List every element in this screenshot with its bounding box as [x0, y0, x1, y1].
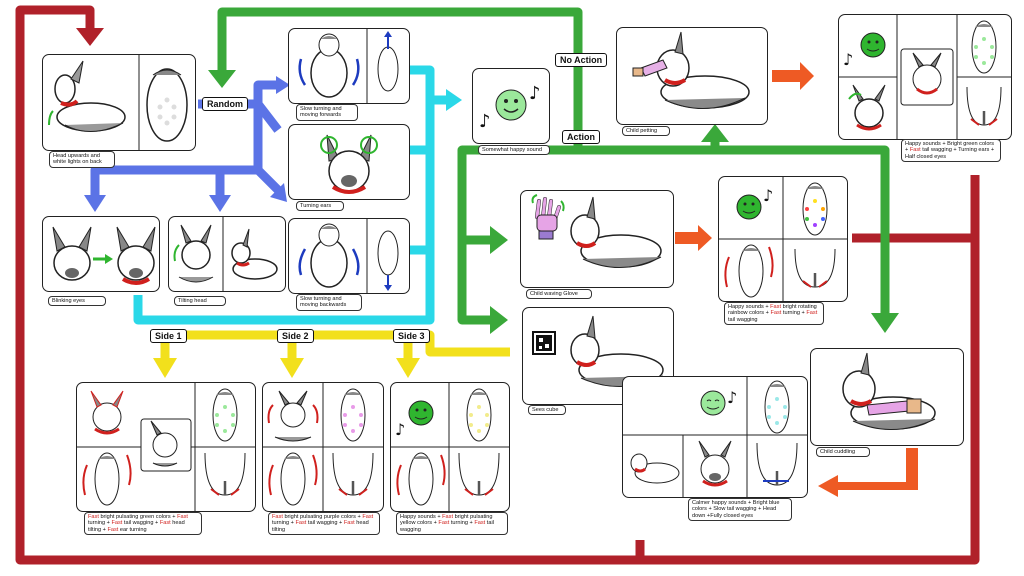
- panel-sees-cube: [522, 307, 674, 405]
- caption-child-glove: Child waving Glove: [526, 289, 592, 300]
- green-arrowhead-1: [208, 70, 236, 88]
- somewhat-happy-icon: ♪ ♪: [479, 83, 541, 132]
- label-side3: Side 3: [393, 329, 430, 343]
- child-cuddling-icon: [842, 352, 936, 430]
- green-arrowhead-3: [490, 226, 508, 254]
- panel-tilting-head: [168, 216, 286, 292]
- panel-somewhat-happy: ♪ ♪: [472, 68, 550, 144]
- side1-result-icon: [77, 383, 255, 511]
- caption-blinking: Blinking eyes: [48, 296, 106, 307]
- blue-arrowhead-2: [84, 195, 106, 212]
- panel-slow-forward: [288, 28, 410, 104]
- glove-result-icon: ♪: [719, 177, 847, 301]
- yellow-arrowhead-2: [280, 358, 304, 378]
- cuddle-result-icon: ♪: [623, 377, 807, 497]
- panel-cuddle-result: ♪: [622, 376, 808, 498]
- moving-backward-icon: [298, 219, 399, 293]
- child-petting-icon: [632, 31, 750, 109]
- music-note-icon: ♪: [763, 186, 773, 205]
- blue-arrowhead-4: [270, 183, 287, 202]
- caption-child-petting: Child petting: [622, 126, 670, 137]
- blue-arrowhead-1: [276, 76, 290, 94]
- cyan-path: [133, 65, 448, 325]
- cyan-arrowhead: [446, 89, 462, 111]
- panel-glove-result: ♪: [718, 176, 848, 302]
- caption-sees-cube: Sees cube: [528, 405, 566, 416]
- panel-child-cuddling: [810, 348, 964, 446]
- caption-slow-backward: Slow turning and moving backwards: [296, 294, 362, 311]
- panel-child-glove: [520, 190, 674, 288]
- caption-somewhat-happy: Somewhat happy sound: [478, 145, 550, 156]
- caption-glove-result: Happy sounds + Fast bright rotating rain…: [724, 302, 824, 326]
- yellow-arrowhead-1: [153, 358, 177, 378]
- tilting-head-icon: [173, 217, 278, 291]
- panel-blinking-eyes: [42, 216, 160, 292]
- caption-slow-forward: Slow turning and moving forwards: [296, 104, 358, 121]
- music-note-icon: ♪: [843, 50, 853, 69]
- panel-slow-backward: [288, 218, 410, 294]
- caption-petting-result: Happy sounds + Bright green colors + Fas…: [901, 139, 1001, 163]
- caption-turning-ears: Turning ears: [296, 201, 344, 212]
- petting-result-text: Happy sounds + Bright green colors + Fas…: [905, 141, 995, 160]
- orange-arrows: [675, 62, 918, 497]
- panel-side2-result: [262, 382, 384, 512]
- panel-child-petting: [616, 27, 768, 125]
- music-note-icon: ♪: [395, 420, 405, 439]
- caption-child-cuddling: Child cuddling: [816, 447, 870, 458]
- yellow-arrowhead-3: [396, 358, 420, 378]
- label-no-action: No Action: [555, 53, 608, 67]
- caption-side2-result: Fast bright pulsating purple colors + Fa…: [268, 512, 380, 536]
- panel-side1-result: [76, 382, 256, 512]
- panel-head-upwards: [42, 54, 196, 151]
- panel-side3-result: ♪: [390, 382, 510, 512]
- glove-icon: [531, 194, 662, 268]
- side3-result-icon: ♪: [391, 383, 509, 511]
- music-note-icon: ♪: [727, 388, 737, 407]
- music-note-icon: ♪: [529, 83, 541, 104]
- caption-cuddle-result: Calmer happy sounds + Bright blue colors…: [688, 498, 792, 522]
- moving-forward-icon: [298, 29, 399, 103]
- caption-head-upwards: Head upwards and white lights on back: [49, 151, 115, 168]
- label-action: Action: [562, 130, 600, 144]
- turning-ears-icon: [320, 134, 378, 194]
- label-random: Random: [202, 97, 248, 111]
- red-loop-path: [15, 5, 980, 565]
- yellow-path: [160, 330, 510, 360]
- caption-side1-result: Fast bright pulsating green colors + Fas…: [84, 512, 202, 536]
- robot-dog-icon: [48, 55, 188, 150]
- caption-tilting: Tilting head: [174, 296, 226, 307]
- panel-petting-result: ♪: [838, 14, 1012, 140]
- blinking-eyes-icon: [52, 226, 156, 285]
- green-arrowhead-4: [490, 306, 508, 334]
- music-note-icon: ♪: [479, 111, 491, 132]
- green-arrowhead-5: [701, 124, 729, 142]
- label-side1: Side 1: [150, 329, 187, 343]
- caption-side3-result: Happy sounds + Fast bright pulsating yel…: [396, 512, 508, 536]
- label-side2: Side 2: [277, 329, 314, 343]
- red-loop-arrowhead: [76, 28, 104, 46]
- side2-result-icon: [263, 383, 383, 511]
- petting-result-icon: ♪: [839, 15, 1011, 139]
- blue-arrowhead-3: [209, 195, 231, 212]
- green-arrowhead-2: [871, 313, 899, 333]
- panel-turning-ears: [288, 124, 410, 200]
